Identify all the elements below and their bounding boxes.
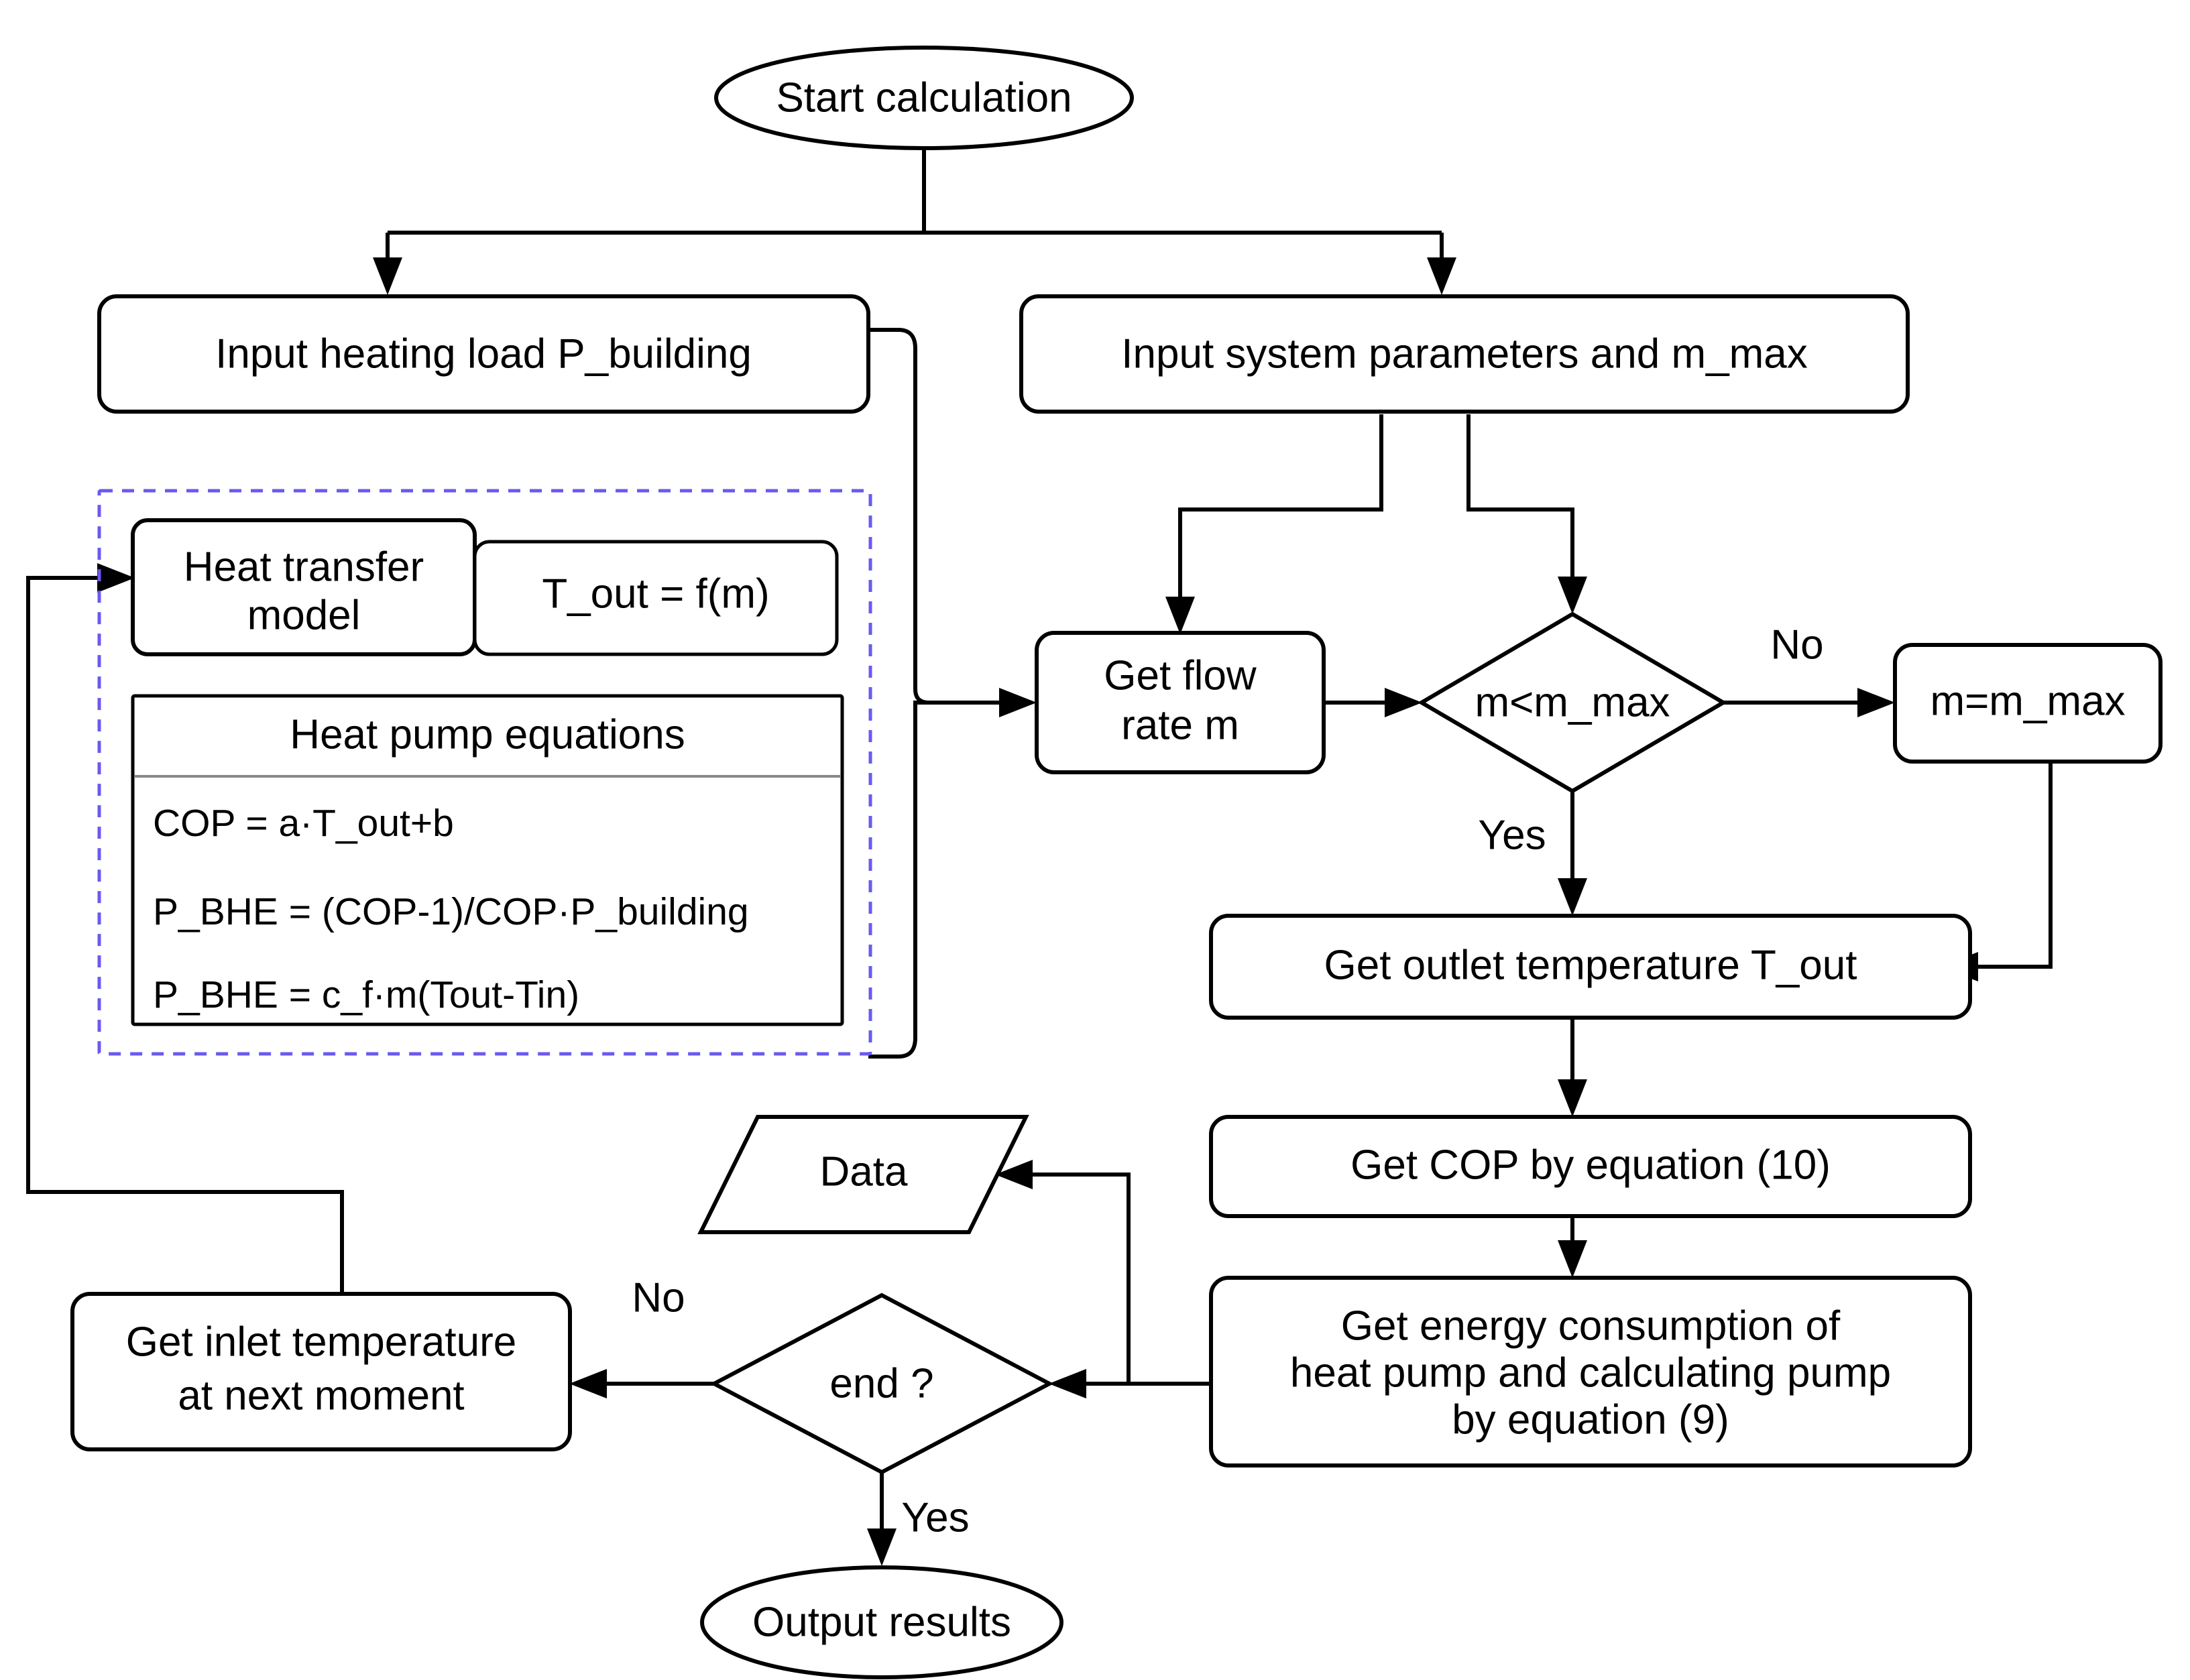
get-flow-rate-line2: rate m: [1121, 702, 1239, 748]
get-flow-rate-line1: Get flow: [1104, 652, 1257, 699]
t-out-function-shape: [473, 540, 839, 656]
arrowhead-outlet-to-cop: [1558, 1079, 1587, 1117]
m-equals-m-max-label: m=m_max: [1930, 678, 2125, 724]
start-ellipse-shape: [714, 46, 1134, 150]
arrowhead-to-get-flow-rate: [1165, 597, 1195, 634]
edge-brace-left-column: [868, 328, 929, 1059]
arrowhead-to-decision-m: [1558, 577, 1587, 614]
arrowhead-to-input-heating: [373, 257, 402, 295]
heat-transfer-model-line1: Heat transfer: [184, 544, 424, 590]
arrowhead-end-no: [569, 1369, 607, 1398]
arrowhead-decision-no: [1857, 688, 1895, 717]
edge-system-to-decision: [1466, 414, 1574, 583]
heat-pump-equation-2: P_BHE = (COP-1)/COP·P_building: [153, 890, 749, 933]
node-get-outlet-temperature[interactable]: Get outlet temperature T_out: [1209, 914, 1972, 1020]
model-group-dashed-border: [97, 489, 872, 1056]
m-equals-m-max-shape: [1893, 643, 2163, 764]
heat-transfer-model-line2: model: [247, 592, 361, 638]
node-input-system-parameters[interactable]: Input system parameters and m_max: [1019, 294, 1910, 414]
node-get-energy-consumption[interactable]: Get energy consumption of heat pump and …: [1209, 1276, 1972, 1467]
node-heat-transfer-model[interactable]: Heat transfer model: [131, 518, 477, 656]
node-heat-pump-equations[interactable]: Heat pump equations COP = a·T_out+b P_BH…: [131, 694, 844, 1026]
input-heating-load-shape: [97, 294, 870, 414]
node-get-inlet-temperature[interactable]: Get inlet temperature at next moment: [70, 1292, 572, 1451]
heat-pump-equations-title: Heat pump equations: [290, 711, 685, 758]
edge-label-decision-end-no: No: [632, 1274, 685, 1321]
get-inlet-temperature-line2: at next moment: [178, 1372, 464, 1419]
arrowhead-flowrate-to-decision: [1385, 688, 1422, 717]
arrowhead-to-input-system: [1427, 257, 1456, 295]
t-out-function-label: T_out = f(m): [542, 571, 769, 617]
node-m-equals-m-max[interactable]: m=m_max: [1893, 643, 2163, 764]
get-inlet-temperature-line1: Get inlet temperature: [126, 1319, 516, 1365]
arrowhead-energy-to-end: [1049, 1369, 1086, 1398]
input-system-parameters-shape: [1019, 294, 1910, 414]
get-cop-shape: [1209, 1115, 1972, 1218]
data-store-shape: [697, 1115, 1029, 1234]
decision-end-shape: [709, 1293, 1054, 1475]
edge-mmax-to-outlet: [1971, 761, 2053, 969]
output-results-shape: [700, 1565, 1063, 1679]
connector-layer: [26, 139, 2053, 1566]
get-cop-label: Get COP by equation (10): [1350, 1142, 1831, 1188]
get-energy-line2: heat pump and calculating pump: [1290, 1349, 1891, 1396]
edge-energy-to-data: [1026, 1173, 1211, 1386]
node-t-out-function[interactable]: T_out = f(m): [473, 540, 839, 656]
arrowhead-end-yes: [867, 1528, 897, 1566]
arrowhead-decision-yes: [1558, 878, 1587, 916]
data-store-label: Data: [820, 1148, 908, 1195]
node-get-flow-rate[interactable]: Get flow rate m: [1035, 631, 1326, 774]
edge-feedback-loop: [26, 576, 344, 1293]
decision-m-shape: [1418, 611, 1727, 794]
arrowhead-brace-to-get-flow-rate: [999, 688, 1037, 717]
decision-m-label: m<m_max: [1475, 679, 1670, 725]
node-decision-m-less-than-max[interactable]: m<m_max: [1418, 611, 1727, 794]
node-start-calculation[interactable]: Start calculation: [714, 46, 1134, 150]
input-heating-load-label: Input heating load P_building: [215, 331, 752, 377]
node-decision-end[interactable]: end ?: [709, 1293, 1054, 1475]
edge-label-decision-end-yes: Yes: [901, 1494, 969, 1541]
output-results-label: Output results: [752, 1599, 1011, 1645]
get-flow-rate-shape: [1035, 631, 1326, 774]
edge-system-to-flowrate: [1178, 414, 1383, 603]
input-system-parameters-label: Input system parameters and m_max: [1121, 331, 1807, 377]
decision-end-label: end ?: [829, 1360, 933, 1406]
node-input-heating-load[interactable]: Input heating load P_building: [97, 294, 870, 414]
edge-label-decision-m-no: No: [1770, 621, 1823, 668]
heat-pump-equation-1: COP = a·T_out+b: [153, 802, 454, 845]
get-energy-consumption-shape: [1209, 1276, 1972, 1467]
heat-pump-equations-shape: [131, 694, 844, 1026]
get-inlet-temperature-shape: [70, 1292, 572, 1451]
get-outlet-temperature-shape: [1209, 914, 1972, 1020]
arrowhead-feedback-to-heat-transfer: [97, 563, 135, 593]
edge-label-decision-m-yes: Yes: [1478, 812, 1546, 858]
arrowhead-cop-to-energy: [1558, 1240, 1587, 1278]
get-energy-line1: Get energy consumption of: [1341, 1303, 1841, 1349]
get-outlet-temperature-label: Get outlet temperature T_out: [1324, 942, 1857, 988]
heat-pump-equation-3: P_BHE = c_f·m(Tout-Tin): [153, 973, 579, 1016]
start-label: Start calculation: [776, 74, 1072, 121]
node-data-store[interactable]: Data: [697, 1115, 1029, 1234]
node-get-cop[interactable]: Get COP by equation (10): [1209, 1115, 1972, 1218]
node-output-results[interactable]: Output results: [700, 1565, 1063, 1679]
edge-label-layer: No Yes No Yes: [632, 621, 1823, 1541]
get-energy-line3: by equation (9): [1452, 1396, 1729, 1443]
arrowhead-energy-to-data: [995, 1160, 1033, 1189]
